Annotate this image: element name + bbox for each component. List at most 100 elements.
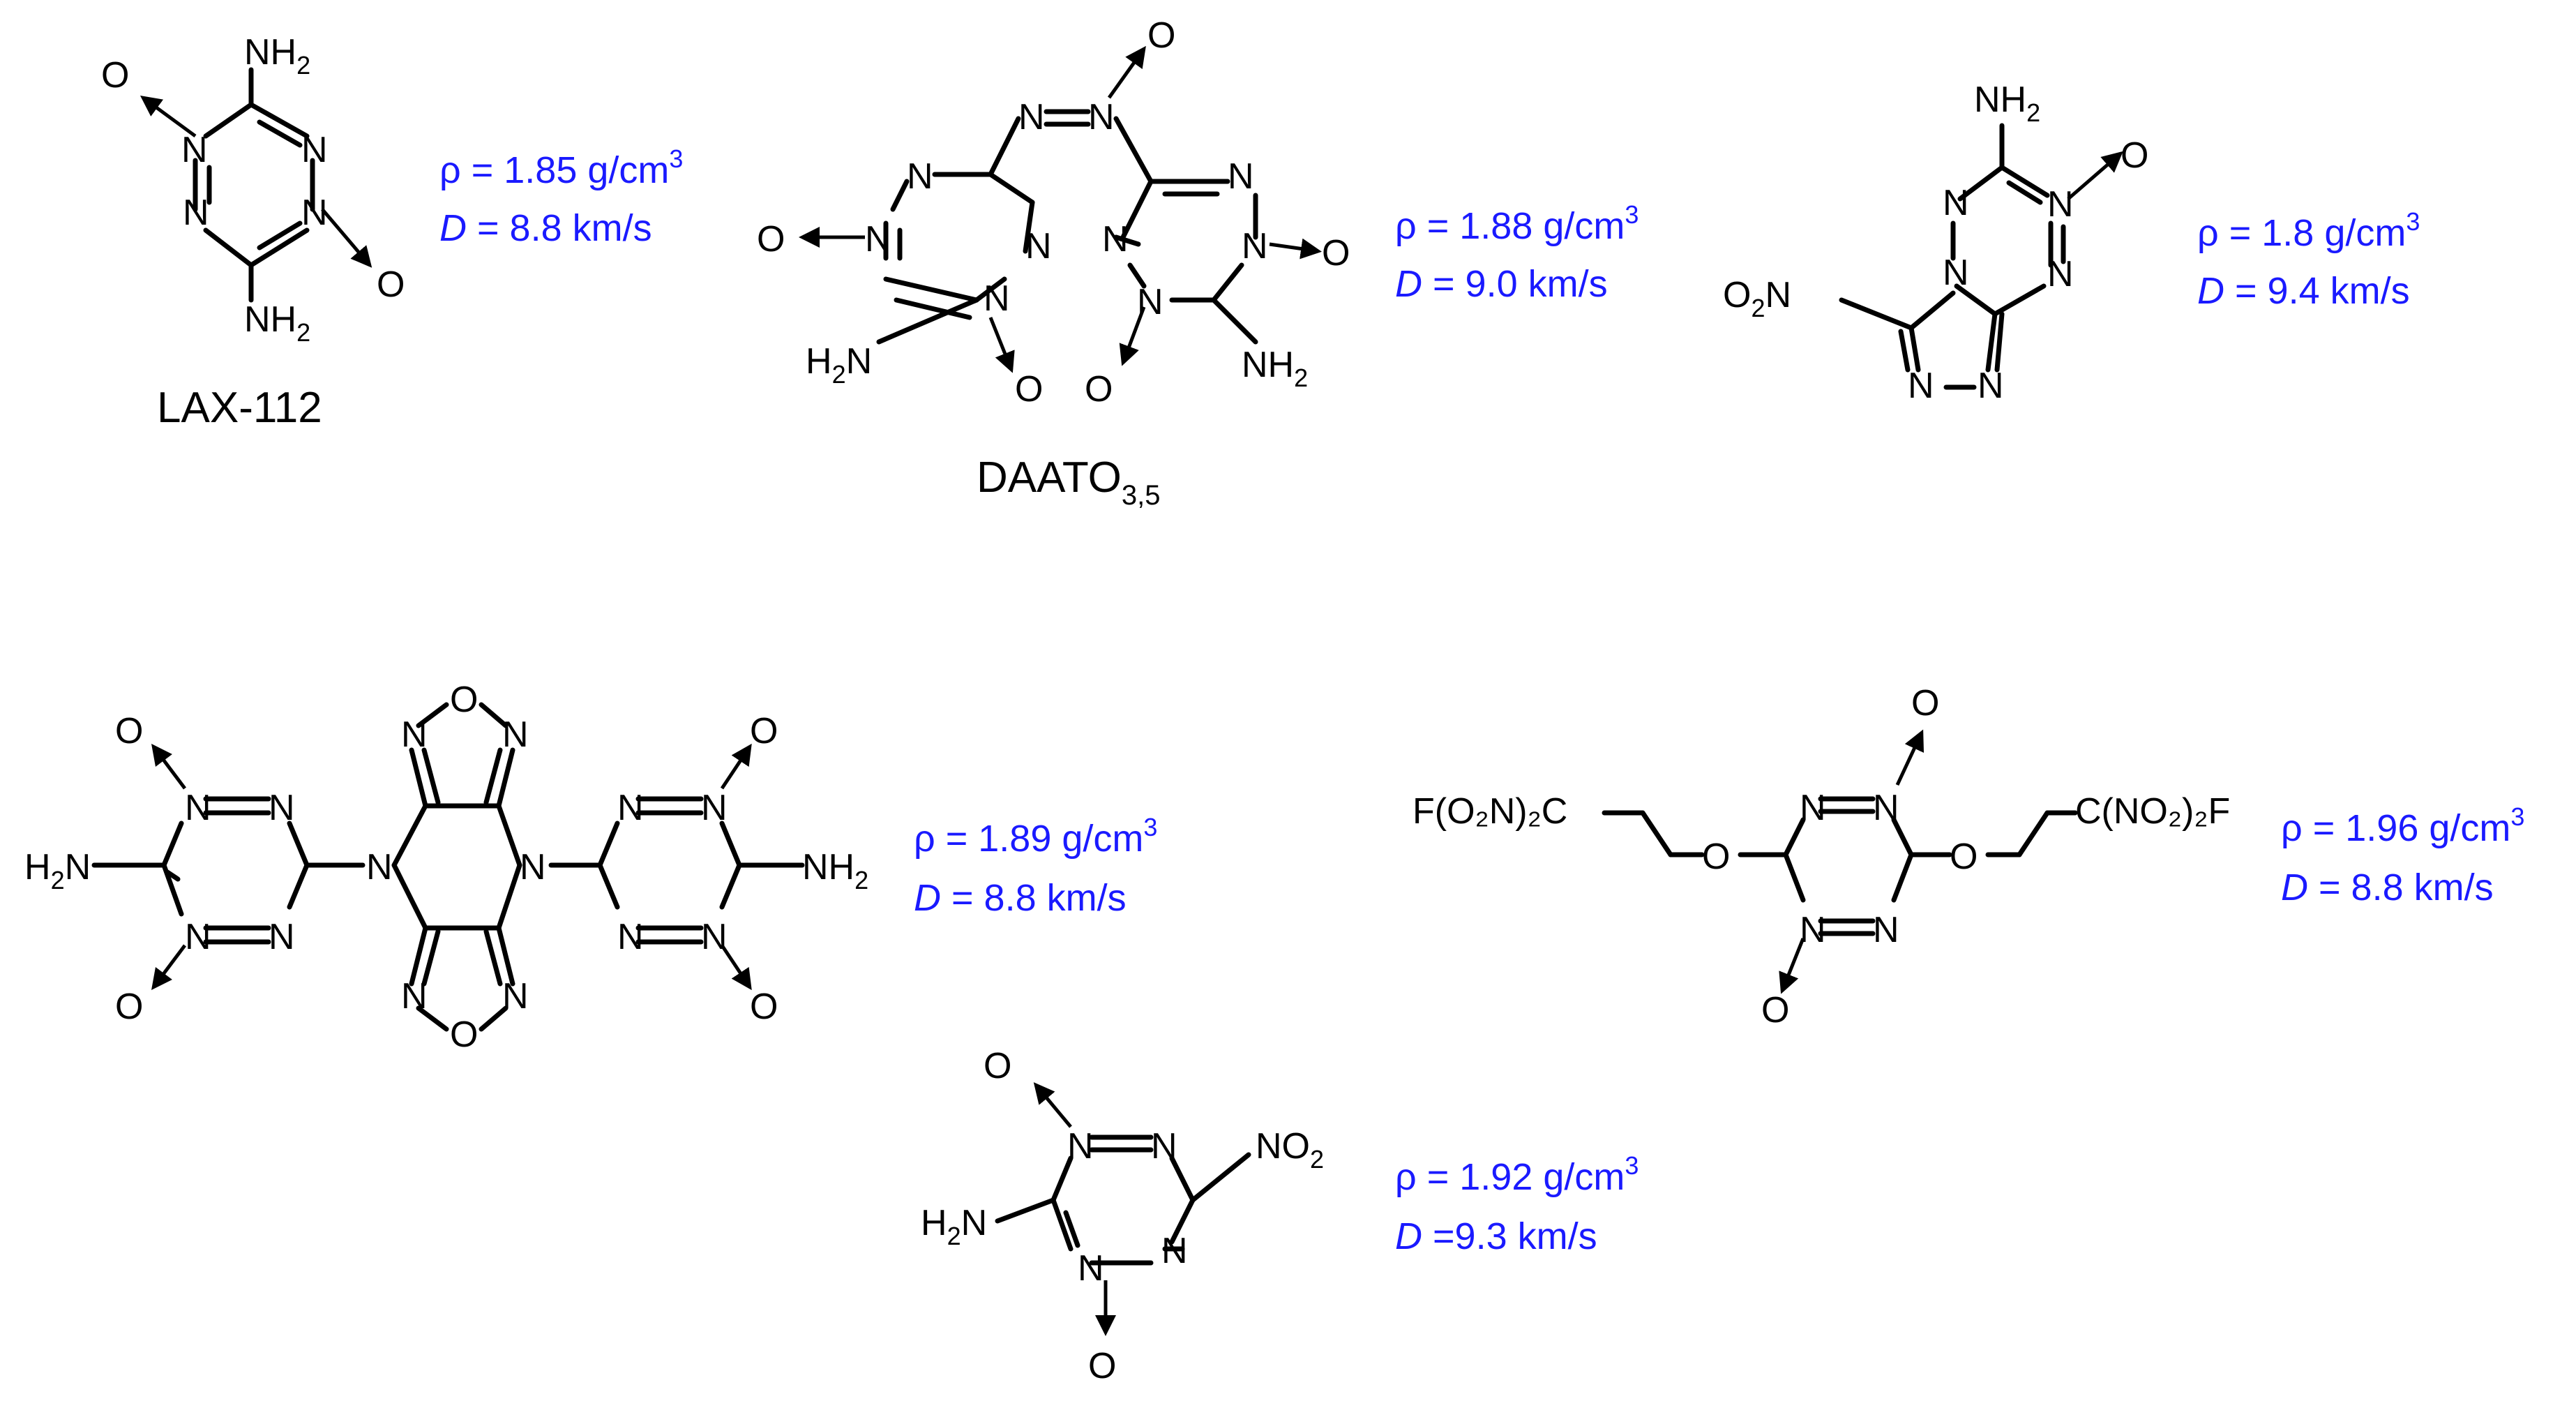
atom-n: N	[1908, 366, 1934, 406]
properties-fluorodinitro: ρ = 1.96 g/cm3 D = 8.8 km/s	[2281, 802, 2524, 908]
amino-group: NH2	[1974, 80, 2040, 127]
atom-n: N	[1873, 788, 1899, 828]
amino-group: H2N	[24, 847, 91, 894]
atom-n: N	[1228, 156, 1254, 197]
atom-o: O	[984, 1046, 1011, 1086]
atom-o: O	[1015, 369, 1043, 410]
density-lax112: ρ = 1.85 g/cm3	[439, 144, 683, 191]
properties-furazan-tetrazine: ρ = 1.89 g/cm3 D = 8.8 km/s	[914, 813, 1157, 919]
atom-o: O	[750, 711, 778, 751]
atom-n: N	[301, 130, 328, 170]
atom-n: N	[269, 788, 295, 828]
density-fluoro: ρ = 1.96 g/cm3	[2281, 802, 2524, 849]
atom-o: O	[2121, 135, 2148, 176]
atom-n: N	[1873, 910, 1899, 950]
atom-n: N	[1151, 1126, 1177, 1167]
atom-n: N	[617, 917, 644, 957]
structure-fluorodinitro-tetrazine: N N N N O O O O F(O₂N)₂C C(NO₂)₂F	[1413, 683, 2230, 1031]
density-daato: ρ = 1.88 g/cm3	[1395, 200, 1639, 247]
atom-n: N	[366, 847, 393, 887]
amino-group: H2N	[921, 1203, 987, 1250]
atom-o: O	[1761, 990, 1789, 1031]
detonation-triazolo: D = 9.4 km/s	[2197, 270, 2410, 312]
atom-o: O	[1911, 683, 1939, 724]
structure-lax112: N N N N O O NH2 NH2	[101, 32, 405, 347]
detonation-furazan: D = 8.8 km/s	[914, 877, 1127, 919]
atom-o: O	[1322, 233, 1350, 274]
atom-o: O	[1147, 15, 1175, 56]
density-nitro: ρ = 1.92 g/cm3	[1395, 1151, 1639, 1198]
structure-amino-nitro-tetrazine: N N N N O O NO2 H2N	[921, 1046, 1324, 1386]
atom-n: N	[502, 714, 529, 755]
compound-name-lax112: LAX-112	[157, 384, 322, 432]
amino-group: H2N	[806, 341, 872, 389]
atom-o: O	[1950, 837, 1978, 877]
amino-group: NH2	[244, 299, 310, 347]
amino-group: NH2	[244, 32, 310, 80]
atom-o: O	[1085, 369, 1113, 410]
left-fluorodinitro-group: F(O₂N)₂C	[1413, 791, 1567, 832]
atom-o: O	[115, 711, 143, 751]
atom-n: N	[617, 788, 644, 828]
atom-n: N	[907, 156, 933, 197]
properties-lax112: ρ = 1.85 g/cm3 D = 8.8 km/s	[439, 144, 683, 249]
atom-n: N	[185, 788, 211, 828]
detonation-lax112: D = 8.8 km/s	[439, 207, 652, 249]
structure-triazolo-tetrazine: N N N N N N O NH2 O2N	[1723, 80, 2148, 406]
right-fluorodinitro-group: C(NO₂)₂F	[2075, 791, 2230, 832]
properties-amino-nitro: ρ = 1.92 g/cm3 D =9.3 km/s	[1395, 1151, 1639, 1257]
amino-group: NH2	[802, 847, 868, 894]
atom-n: N	[520, 847, 546, 887]
atom-n: N	[502, 976, 529, 1017]
atom-n: N	[1067, 1126, 1094, 1167]
atom-o: O	[450, 680, 478, 720]
atom-n: N	[183, 193, 209, 233]
atom-n: N	[1800, 910, 1826, 950]
atom-o: O	[757, 219, 785, 260]
atom-n: N	[401, 976, 428, 1017]
properties-daato: ρ = 1.88 g/cm3 D = 9.0 km/s	[1395, 200, 1639, 305]
atom-n: N	[181, 130, 208, 170]
atom-n: N	[984, 278, 1010, 319]
atom-n: N	[1025, 226, 1052, 267]
atom-n: N	[1800, 788, 1826, 828]
compound-name-daato: DAATO3,5	[977, 454, 1160, 511]
properties-triazolo-tetrazine: ρ = 1.8 g/cm3 D = 9.4 km/s	[2197, 207, 2420, 312]
nitro-group: NO2	[1256, 1126, 1324, 1174]
detonation-fluoro: D = 8.8 km/s	[2281, 867, 2494, 908]
atom-o: O	[750, 987, 778, 1027]
atom-n: N	[1161, 1231, 1188, 1271]
atom-n: N	[1943, 253, 1969, 293]
density-triazolo: ρ = 1.8 g/cm3	[2197, 207, 2420, 254]
atom-o: O	[1088, 1346, 1116, 1386]
density-furazan: ρ = 1.89 g/cm3	[914, 813, 1157, 860]
atom-o: O	[1702, 837, 1730, 877]
atom-n: N	[1978, 366, 2004, 406]
atom-n: N	[2047, 184, 2074, 225]
nitro-group: O2N	[1723, 275, 1791, 322]
structure-furazan-tetrazine: N N N N N N N N N N N N N N O O O O O O …	[24, 680, 868, 1055]
detonation-daato: D = 9.0 km/s	[1395, 263, 1608, 305]
atom-n: N	[1018, 97, 1045, 137]
atom-o: O	[377, 264, 405, 305]
atom-n: N	[1088, 97, 1115, 137]
atom-n: N	[701, 917, 728, 957]
atom-n: N	[401, 714, 428, 755]
atom-n: N	[1242, 226, 1268, 267]
atom-n: N	[1102, 219, 1129, 260]
atom-o: O	[115, 987, 143, 1027]
atom-o: O	[101, 55, 129, 96]
atom-n: N	[2047, 254, 2074, 294]
structure-daato: N N N N N N N N N N O O O O O H2N NH2	[757, 15, 1350, 410]
atom-n: N	[1078, 1248, 1104, 1289]
detonation-nitro: D =9.3 km/s	[1395, 1215, 1597, 1257]
atom-n: N	[701, 788, 728, 828]
atom-o: O	[450, 1014, 478, 1055]
atom-n: N	[301, 193, 328, 233]
atom-n: N	[185, 917, 211, 957]
atom-n: N	[865, 219, 891, 260]
amino-group: NH2	[1242, 345, 1308, 392]
atom-n: N	[1137, 282, 1163, 322]
atom-n: N	[1943, 183, 1969, 223]
